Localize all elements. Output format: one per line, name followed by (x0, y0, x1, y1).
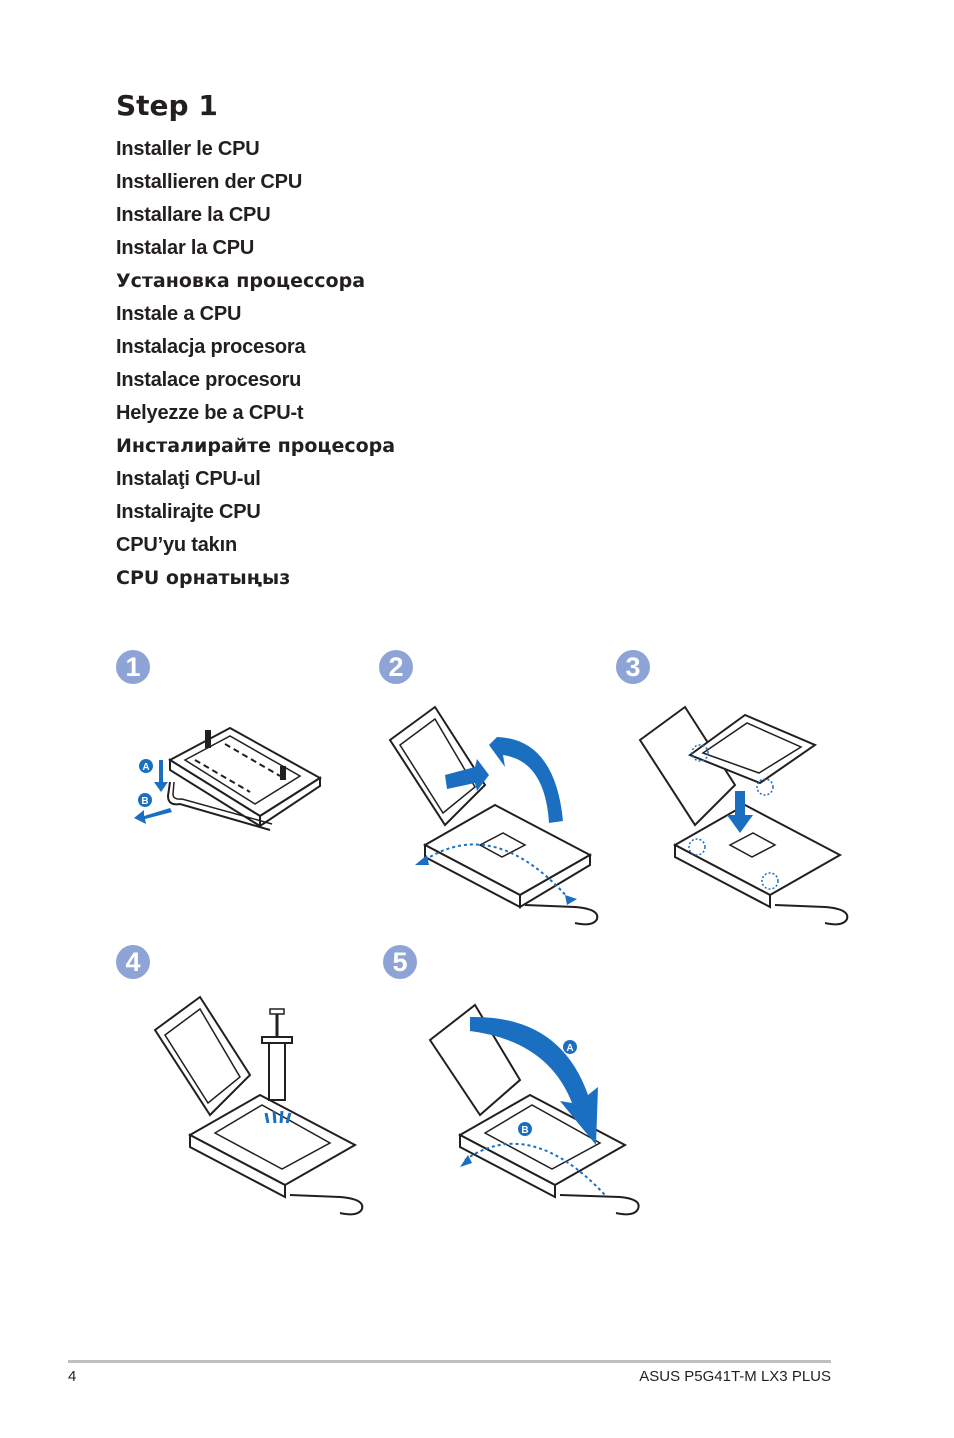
cpu-socket-closed-illustration: A B (134, 726, 322, 831)
language-item: Инсталирайте процесора (116, 435, 396, 457)
language-item: Installare la CPU (116, 204, 271, 226)
language-item: CPU орнатыңыз (116, 567, 291, 589)
marker-a: A (142, 762, 149, 773)
marker-b: B (141, 796, 148, 807)
marker-a: A (566, 1043, 573, 1054)
language-item: Helyezze be a CPU-t (116, 402, 304, 424)
language-item: Установка процессора (116, 270, 366, 292)
step-badge-4: 4 (116, 945, 150, 979)
marker-b: B (521, 1125, 528, 1136)
language-item: CPU’yu takın (116, 534, 237, 556)
language-item: Installer le CPU (116, 138, 260, 160)
language-item: Instalaţi CPU-ul (116, 468, 261, 490)
language-item: Instalar la CPU (116, 237, 255, 259)
language-list: Installer le CPU Installieren der CPU In… (116, 136, 395, 598)
page-number: 4 (68, 1368, 77, 1385)
cpu-socket-close-illustration: A B (428, 1003, 640, 1216)
cpu-socket-open-illustration (388, 705, 599, 926)
step-title: Step 1 (116, 89, 218, 122)
language-item: Instalacja procesora (116, 336, 306, 358)
language-item: Instalirajte CPU (116, 501, 261, 523)
document-name: ASUS P5G41T-M LX3 PLUS (639, 1368, 831, 1385)
step-badge-1: 1 (116, 650, 150, 684)
footer-divider (68, 1360, 831, 1363)
cpu-place-illustration (638, 705, 849, 926)
step-badge-3: 3 (616, 650, 650, 684)
language-item: Installieren der CPU (116, 171, 303, 193)
thermal-paste-illustration (153, 995, 364, 1216)
language-item: Instalace procesoru (116, 369, 302, 391)
language-item: Instale a CPU (116, 303, 242, 325)
step-badge-2: 2 (379, 650, 413, 684)
step-badge-5: 5 (383, 945, 417, 979)
